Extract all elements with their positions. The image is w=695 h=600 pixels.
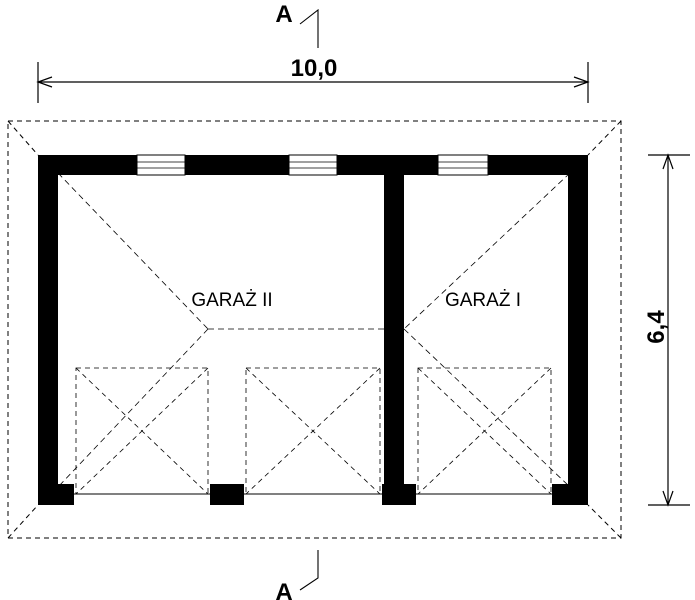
section-cut-line-bottom	[299, 550, 319, 591]
roof-eave-line	[7, 120, 622, 539]
roof-ridge-lines	[57, 172, 571, 488]
window	[136, 154, 186, 176]
roof-hip-line	[7, 504, 39, 539]
roof-hip-line	[57, 172, 209, 330]
section-cut-line	[299, 550, 319, 591]
roof-hip-line	[57, 328, 209, 488]
arrow-up-icon	[662, 153, 674, 170]
walls	[38, 155, 588, 505]
roof-hip-line	[403, 172, 571, 330]
section-marker-bottom: A	[275, 579, 292, 600]
arrow-left-icon	[36, 76, 53, 88]
car-outline	[417, 367, 552, 495]
wall-right	[568, 155, 588, 505]
dimension-width	[36, 62, 590, 103]
roof-outline	[7, 120, 622, 539]
parking-bays	[75, 367, 552, 495]
section-cut-line-top	[299, 8, 319, 48]
dimension-height	[648, 153, 690, 507]
car-outline	[245, 367, 381, 495]
roof-hip-line	[403, 328, 571, 488]
roof-hip-line	[587, 120, 622, 156]
arrow-down-icon	[662, 490, 674, 507]
window	[288, 154, 338, 176]
pillar	[382, 484, 416, 505]
dimension-height-label: 6,4	[643, 310, 670, 344]
roof-hip-line	[587, 504, 622, 539]
wall-partition	[384, 155, 404, 505]
dimension-width-label: 10,0	[291, 55, 338, 82]
room-label-garage-2: GARAŻ II	[191, 290, 272, 311]
section-marker-top: A	[275, 1, 292, 28]
roof-hip-line	[7, 120, 39, 156]
pillar	[210, 484, 244, 505]
car-outline	[75, 367, 209, 495]
room-label-garage-1: GARAŻ I	[445, 290, 521, 311]
window	[437, 154, 489, 176]
pillar	[38, 484, 74, 505]
pillar	[552, 484, 588, 505]
section-cut-line	[299, 8, 319, 48]
wall-left	[38, 155, 58, 505]
windows	[136, 154, 489, 176]
arrow-right-icon	[573, 76, 590, 88]
